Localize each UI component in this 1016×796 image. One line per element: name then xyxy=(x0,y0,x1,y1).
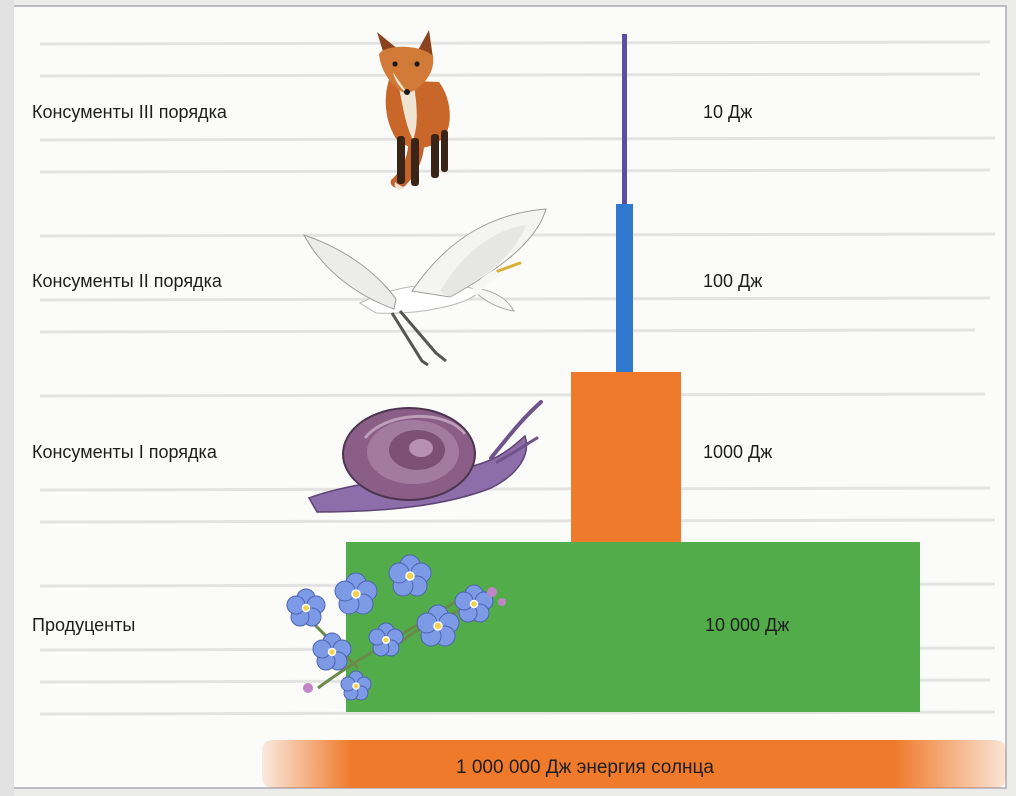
consumers-3-label: Консументы III порядка xyxy=(32,102,227,123)
consumers-3-energy: 10 Дж xyxy=(703,102,752,123)
sun-energy-label: 1 000 000 Дж энергия солнца xyxy=(456,757,714,779)
consumers-2-label: Консументы II порядка xyxy=(32,271,222,292)
forget-me-not-icon xyxy=(278,548,523,708)
producers-label: Продуценты xyxy=(32,615,135,636)
producers-energy: 10 000 Дж xyxy=(705,615,789,636)
consumers-2-energy: 100 Дж xyxy=(703,271,762,292)
snail-icon xyxy=(305,398,545,516)
consumers-1-block xyxy=(571,372,681,542)
consumers-3-block xyxy=(622,34,627,204)
consumers-1-energy: 1000 Дж xyxy=(703,442,772,463)
consumers-1-label: Консументы I порядка xyxy=(32,442,217,463)
consumers-2-block xyxy=(616,204,633,372)
heron-icon xyxy=(300,205,550,370)
fox-icon xyxy=(355,28,475,193)
